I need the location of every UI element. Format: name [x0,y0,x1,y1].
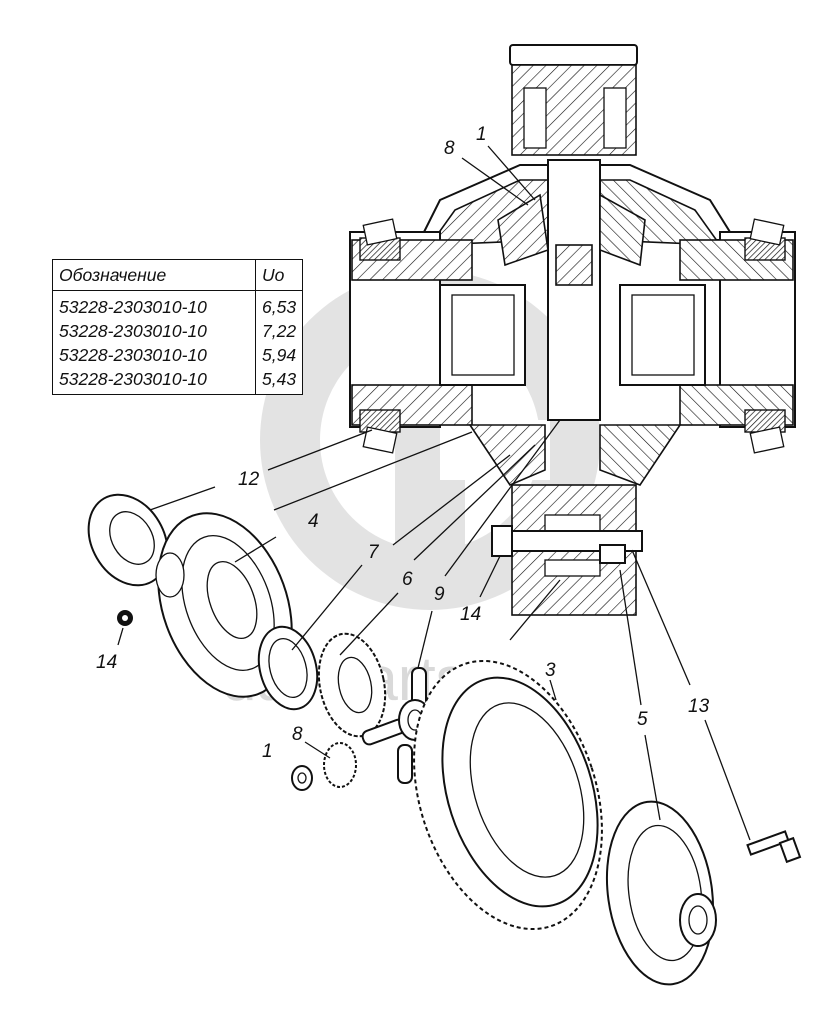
ring-gear-3 [413,659,603,931]
callout-8-bottom: 8 [292,724,303,745]
designation-cell: 53228-2303010-10 [52,319,256,343]
gear-ratio-table: Обозначение Uo 53228-2303010-10 6,53 532… [52,259,304,395]
table-row: 53228-2303010-10 5,94 [52,343,304,367]
ratio-cell: 5,94 [254,343,304,367]
header-ratio: Uo [254,259,304,291]
callout-4: 4 [308,511,319,532]
thrust-washer-7 [257,625,319,711]
callout-13: 13 [688,696,710,717]
callout-8-top: 8 [444,138,455,159]
callout-6: 6 [402,569,413,590]
callout-3: 3 [545,660,556,681]
pinion-gear-8 [323,742,357,788]
callout-14-left: 14 [96,652,117,673]
bearing-12 [87,493,169,587]
designation-cell: 53228-2303010-10 [52,343,256,367]
callout-9: 9 [434,584,445,605]
differential-case-half-5 [605,800,717,986]
nut-14 [117,610,133,626]
leader-lines [117,145,751,841]
differential-case-half-4 [155,512,293,698]
designation-cell: 53228-2303010-10 [52,367,256,395]
callout-1-bottom: 1 [262,741,273,762]
designation-cell: 53228-2303010-10 [52,290,256,319]
callout-5: 5 [637,709,648,730]
ratio-cell: 5,43 [254,367,304,395]
callout-1-top: 1 [476,124,487,145]
ratio-cell: 6,53 [254,290,304,319]
callout-labels: 8 1 12 4 7 6 9 14 14 3 5 13 8 1 [96,124,710,762]
side-gear-6 [317,632,387,738]
washer-1 [291,765,313,791]
ratio-cell: 7,22 [254,319,304,343]
table-header-row: Обозначение Uo [52,259,304,291]
callout-12: 12 [238,469,260,490]
table-row: 53228-2303010-10 5,43 [52,367,304,395]
callout-7: 7 [368,542,380,563]
table-row: 53228-2303010-10 6,53 [52,290,304,319]
bolt-13 [746,830,802,864]
callout-14-right: 14 [460,604,481,625]
header-designation: Обозначение [52,259,256,291]
table-row: 53228-2303010-10 7,22 [52,319,304,343]
